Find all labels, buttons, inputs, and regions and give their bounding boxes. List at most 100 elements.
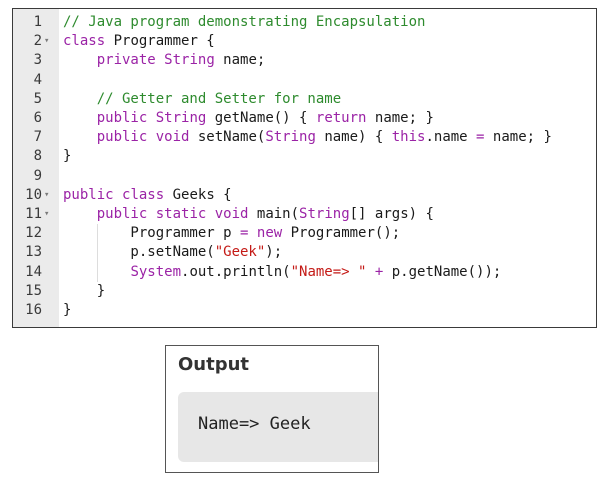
line-number: 1 — [33, 14, 42, 30]
code-token: name; } — [484, 129, 552, 146]
code-token: Programmer p — [63, 225, 241, 242]
code-token: p.setName( — [63, 244, 215, 261]
code-token — [147, 206, 155, 222]
code-token: name; — [214, 52, 266, 69]
line-number-gutter — [13, 9, 59, 327]
code-text: } — [63, 282, 105, 301]
line-number: 13 — [25, 244, 42, 261]
code-text: // Getter and Setter for name — [63, 90, 341, 109]
code-area[interactable] — [59, 9, 596, 327]
code-token: p.getName()); — [383, 263, 502, 280]
code-token — [63, 52, 97, 68]
code-token: Programmer { — [105, 33, 215, 50]
code-line: 3 private String name; — [13, 51, 596, 70]
code-text: private String name; — [63, 51, 266, 70]
code-line: 13 p.setName("Geek"); — [13, 243, 596, 262]
line-number: 2 — [33, 33, 42, 50]
code-text: Programmer p = new Programmer(); — [63, 224, 400, 243]
line-number: 4 — [33, 71, 42, 88]
line-number: 14 — [25, 263, 42, 280]
code-token: public — [96, 110, 148, 126]
line-number: 8 — [33, 148, 42, 165]
line-number: 5 — [33, 90, 42, 107]
code-token — [63, 129, 97, 145]
code-editor[interactable]: 1 // Java program demonstrating Encapsula… — [12, 8, 597, 328]
code-token: Geeks { — [164, 186, 232, 203]
line-number: 12 — [25, 225, 42, 242]
code-token: public — [96, 206, 148, 222]
code-token — [206, 206, 214, 222]
code-text: public class Geeks { — [63, 186, 232, 205]
code-line: 2▾ class Programmer { — [13, 32, 596, 51]
code-token: String — [164, 52, 215, 69]
code-token: } — [63, 302, 72, 318]
code-token: name) { — [315, 129, 392, 146]
code-token: class — [122, 186, 165, 203]
code-token — [63, 110, 97, 126]
fold-toggle-icon[interactable]: ▾ — [44, 189, 50, 200]
output-title: Output — [178, 354, 250, 375]
code-line: 11▾ public static void main(String[] arg… — [13, 205, 596, 224]
line-number: 9 — [33, 167, 42, 184]
line-number: 10 — [25, 186, 42, 203]
line-number: 11 — [25, 206, 42, 222]
code-token: name; } — [366, 110, 434, 126]
code-token — [366, 264, 374, 280]
code-token: + — [374, 263, 384, 280]
line-number: 16 — [25, 302, 42, 318]
code-token: "Geek" — [214, 244, 266, 261]
fold-toggle-icon[interactable]: ▾ — [44, 209, 50, 219]
code-token: // Getter and Setter for name — [96, 90, 342, 107]
code-token: // Java program demonstrating Encapsulat… — [63, 14, 426, 30]
code-token — [147, 110, 155, 126]
code-token: ); — [265, 244, 283, 261]
code-line: 9 — [13, 167, 596, 186]
line-number: 7 — [33, 129, 42, 146]
code-token: = — [476, 129, 485, 146]
code-token: String — [155, 110, 207, 126]
code-token: [] args) { — [349, 206, 434, 222]
fold-toggle-icon[interactable]: ▾ — [44, 36, 50, 47]
code-token: this — [391, 129, 426, 146]
code-line: 10▾ public class Geeks { — [13, 186, 596, 205]
code-token: private — [96, 52, 156, 69]
output-box: Output Name=> Geek — [165, 345, 379, 473]
code-token — [63, 91, 97, 107]
code-token: static — [155, 206, 207, 222]
code-token: setName( — [189, 129, 266, 146]
code-text: public String getName() { return name; } — [63, 109, 434, 128]
code-token — [114, 187, 122, 203]
output-text: Name=> Geek — [198, 414, 311, 434]
code-token: .out.println( — [181, 263, 291, 280]
code-token: new — [256, 225, 283, 242]
code-token: .name — [425, 129, 477, 146]
code-text: p.setName("Geek"); — [63, 243, 282, 262]
line-number: 3 — [33, 52, 42, 69]
code-line: 6 public String getName() { return name;… — [13, 109, 596, 128]
code-line: 8} — [13, 147, 596, 166]
code-token: public — [96, 129, 148, 146]
code-line: 1 // Java program demonstrating Encapsula… — [13, 13, 596, 32]
code-text: // Java program demonstrating Encapsulat… — [63, 13, 425, 32]
code-text: System.out.println("Name=> " + p.getName… — [63, 263, 501, 282]
output-panel: Name=> Geek — [178, 392, 378, 462]
code-token: void — [155, 129, 190, 146]
code-line: 14 System.out.println("Name=> " + p.getN… — [13, 263, 596, 282]
code-token: getName() { — [206, 110, 316, 126]
code-token: = — [240, 225, 249, 242]
code-token — [248, 225, 256, 241]
code-line: 16} — [13, 301, 596, 320]
code-line: 12 Programmer p = new Programmer(); — [13, 224, 596, 243]
code-token — [156, 52, 164, 68]
code-token — [63, 206, 97, 222]
code-line: 5 // Getter and Setter for name — [13, 90, 596, 109]
code-token — [147, 129, 155, 145]
code-text: public void setName(String name) { this.… — [63, 128, 552, 147]
code-token: return — [315, 110, 367, 126]
code-token: public — [63, 186, 114, 203]
code-text: class Programmer { — [63, 32, 215, 51]
line-number: 6 — [33, 110, 42, 126]
code-token: Programmer(); — [282, 225, 401, 242]
code-text: public static void main(String[] args) { — [63, 205, 434, 224]
code-text: } — [63, 301, 71, 320]
